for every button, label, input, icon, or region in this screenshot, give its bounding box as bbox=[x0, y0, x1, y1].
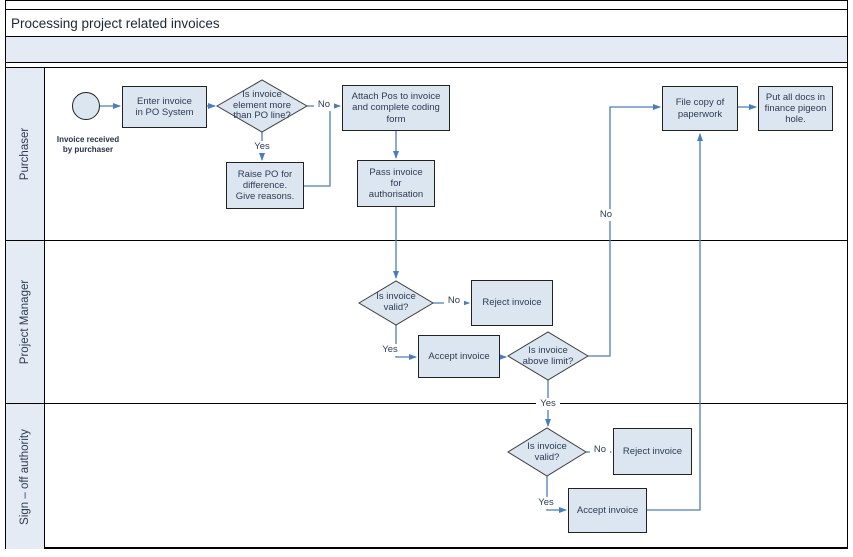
process-pigeon-hole[interactable]: Put all docs in finance pigeon hole. bbox=[758, 86, 833, 131]
edge-label-yes-pm-valid: Yes bbox=[378, 344, 402, 356]
process-raise-po[interactable]: Raise PO for difference. Give reasons. bbox=[226, 162, 304, 209]
process-file-copy[interactable]: File copy of paperwork bbox=[662, 86, 738, 131]
start-event-caption: Invoice received by purchaser bbox=[56, 135, 120, 154]
decision-element-more-label: Is invoice element more than PO line? bbox=[232, 88, 292, 122]
connector-limit-no-to-filecopy bbox=[588, 104, 661, 357]
process-so-reject[interactable]: Reject invoice bbox=[613, 428, 692, 475]
lane-purchaser: Purchaser bbox=[6, 68, 847, 240]
lane-sign-off: Sign – off authority bbox=[6, 403, 847, 549]
lane-project-manager-header: Project Manager bbox=[6, 241, 45, 403]
process-enter-invoice[interactable]: Enter invoice in PO System bbox=[122, 86, 207, 128]
connector-pmvalid-yes-to-accept bbox=[395, 325, 417, 360]
decision-above-limit-shape[interactable] bbox=[507, 331, 589, 381]
edge-label-no-above-limit: No bbox=[596, 209, 616, 221]
connector-soaccept-to-filecopy bbox=[647, 133, 703, 511]
diagram-title: Processing project related invoices bbox=[11, 15, 220, 31]
decision-above-limit-label: Is invoice above limit? bbox=[522, 344, 574, 367]
process-pm-accept[interactable]: Accept invoice bbox=[418, 335, 500, 378]
lane-sign-off-header: Sign – off authority bbox=[6, 404, 45, 549]
decision-element-more-shape[interactable] bbox=[216, 79, 308, 133]
connector-raisepo-feedback bbox=[304, 107, 331, 187]
edge-label-no-so-valid: No bbox=[590, 444, 610, 456]
lane-purchaser-header: Purchaser bbox=[6, 68, 45, 240]
decision-so-valid-label: Is invoice valid? bbox=[527, 440, 567, 463]
edge-label-yes-so-valid: Yes bbox=[534, 497, 558, 509]
edge-label-no-pm-valid: No bbox=[444, 295, 464, 307]
decision-pm-valid-label: Is invoice valid? bbox=[376, 291, 416, 313]
decision-so-valid-shape[interactable] bbox=[507, 427, 587, 477]
process-pass-invoice[interactable]: Pass invoice for authorisation bbox=[357, 160, 435, 207]
process-pm-reject[interactable]: Reject invoice bbox=[471, 280, 553, 326]
start-event-circle[interactable] bbox=[72, 92, 100, 120]
process-so-accept[interactable]: Accept invoice bbox=[568, 488, 647, 533]
header-band bbox=[5, 36, 848, 63]
lane-project-manager: Project Manager bbox=[6, 240, 847, 403]
edge-label-yes-element-more: Yes bbox=[250, 141, 274, 153]
edge-label-yes-above-limit: Yes bbox=[536, 398, 560, 410]
edge-label-no-element-more: No bbox=[314, 99, 334, 111]
decision-pm-valid-shape[interactable] bbox=[358, 280, 434, 326]
swimlane-frame: Purchaser Project Manager Sign – off aut… bbox=[5, 67, 848, 549]
connector-sovalid-yes-to-accept bbox=[546, 476, 567, 513]
process-attach-pos[interactable]: Attach Pos to invoice and complete codin… bbox=[342, 85, 450, 131]
